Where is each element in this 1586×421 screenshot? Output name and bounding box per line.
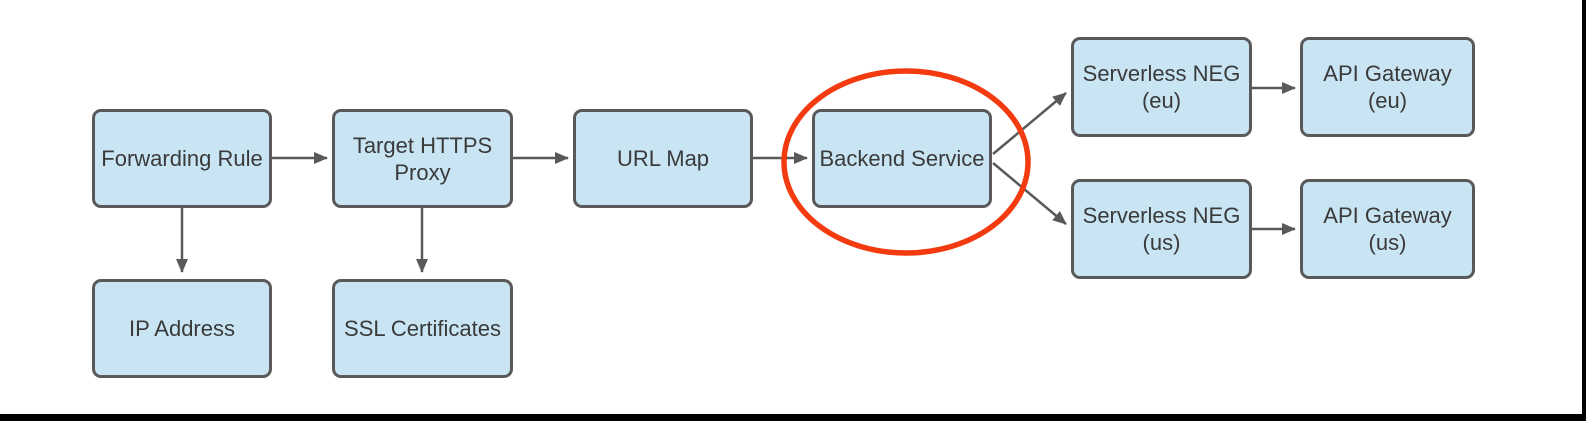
node-serverless-neg-eu: Serverless NEG (eu) bbox=[1071, 37, 1252, 137]
node-label: Serverless NEG bbox=[1082, 203, 1241, 228]
node-target-https-proxy: Target HTTPS Proxy bbox=[332, 109, 513, 208]
node-ssl-certificates: SSL Certificates bbox=[332, 279, 513, 378]
node-api-gateway-eu: API Gateway (eu) bbox=[1300, 37, 1475, 137]
edge-backend-service-to-serverless-neg-us bbox=[992, 162, 1067, 225]
node-label: SSL Certificates bbox=[344, 316, 501, 341]
node-label: IP Address bbox=[129, 316, 235, 341]
node-label: Target HTTPS bbox=[352, 132, 493, 158]
edge-backend-service-to-serverless-neg-eu bbox=[992, 92, 1067, 155]
node-ip-address: IP Address bbox=[92, 279, 272, 378]
node-label: Backend Service bbox=[819, 146, 985, 171]
node-serverless-neg-us: Serverless NEG (us) bbox=[1071, 179, 1252, 279]
node-label: Forwarding Rule bbox=[101, 146, 263, 171]
node-label: (us) bbox=[1368, 230, 1407, 255]
node-label: (eu) bbox=[1141, 88, 1182, 113]
node-label: API Gateway bbox=[1323, 61, 1452, 86]
node-api-gateway-us: API Gateway (us) bbox=[1300, 179, 1475, 279]
node-url-map: URL Map bbox=[573, 109, 753, 208]
node-label: Proxy bbox=[394, 159, 451, 185]
node-label: Serverless NEG bbox=[1082, 61, 1241, 86]
node-label: API Gateway bbox=[1323, 203, 1452, 228]
node-label: URL Map bbox=[616, 146, 710, 171]
node-backend-service: Backend Service bbox=[812, 109, 992, 208]
node-forwarding-rule: Forwarding Rule bbox=[92, 109, 272, 208]
node-label: (us) bbox=[1142, 230, 1181, 255]
node-label: (eu) bbox=[1367, 88, 1408, 113]
